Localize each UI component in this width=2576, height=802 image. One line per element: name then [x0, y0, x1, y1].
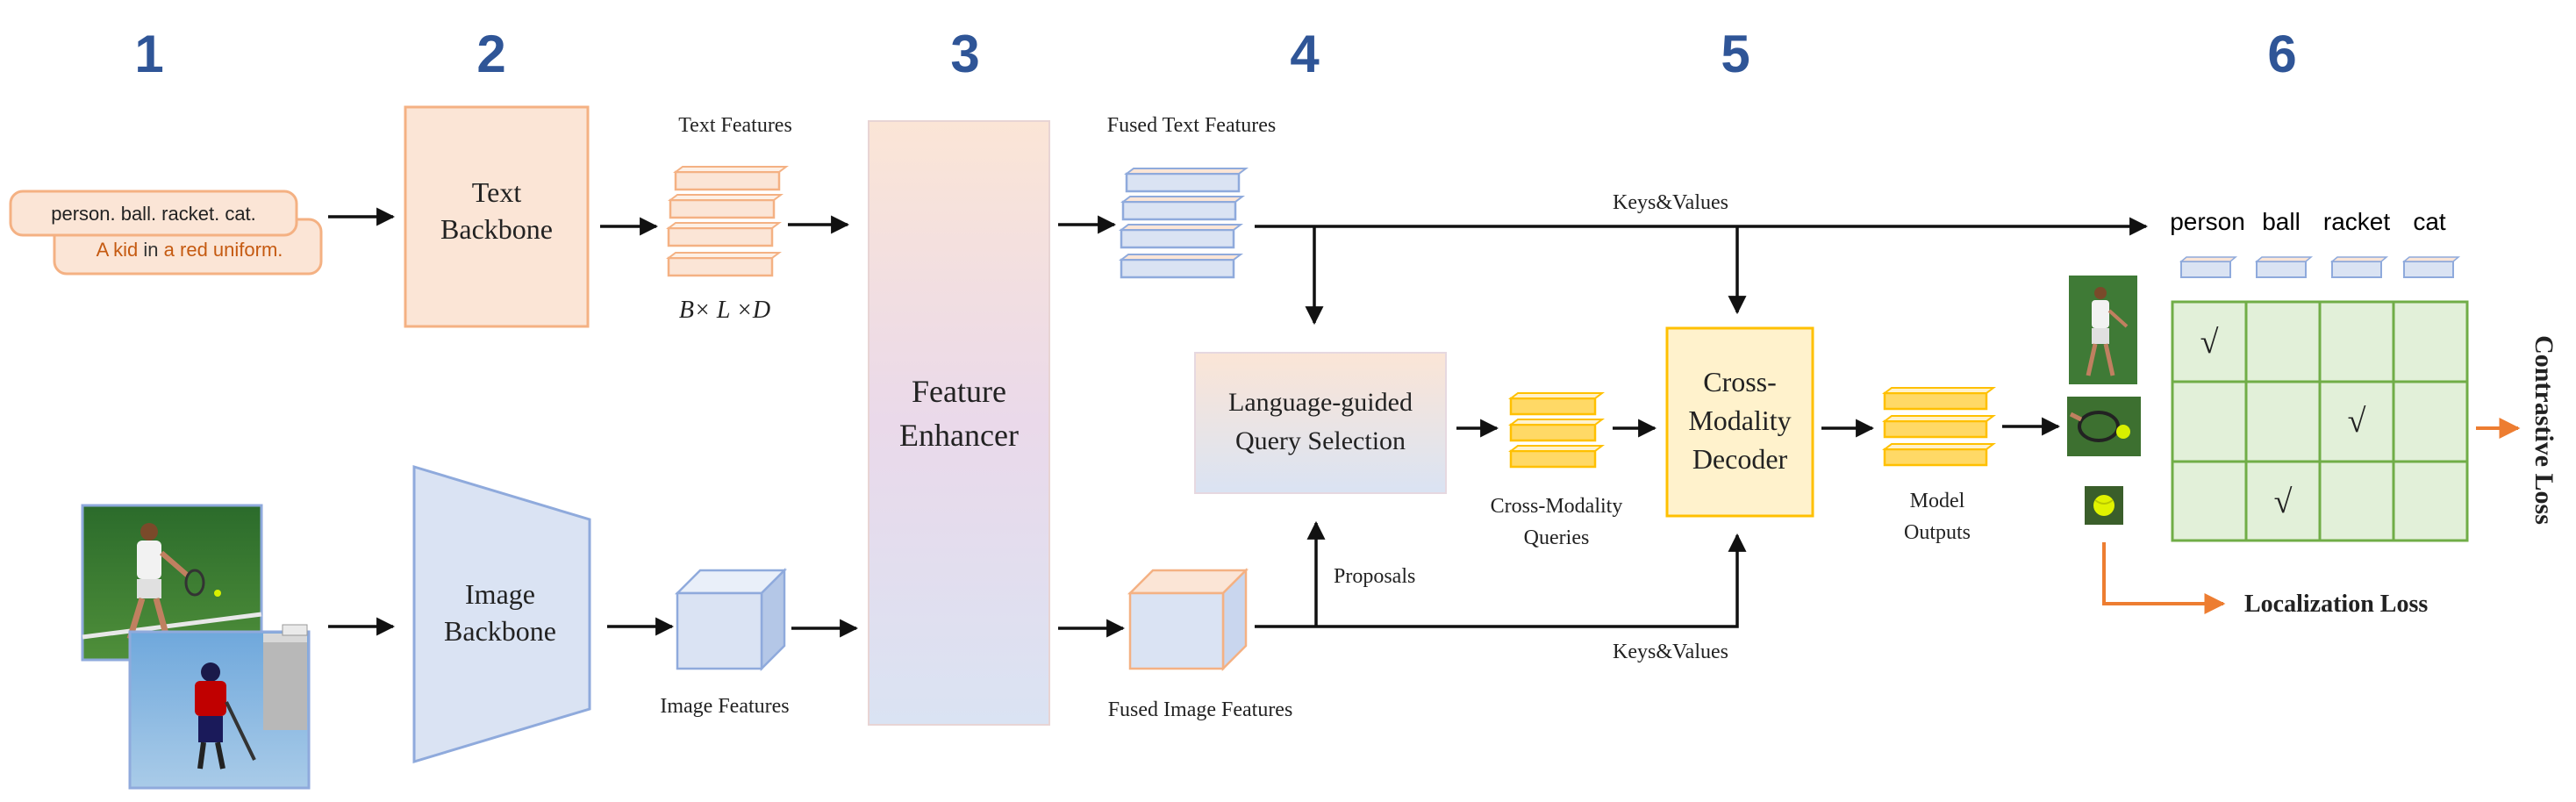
- category-cat: cat: [2413, 208, 2446, 235]
- queries-label-line1: Cross-Modality: [1491, 495, 1623, 518]
- decoder-label-line3: Decoder: [1692, 443, 1788, 475]
- text-features-dimensions: B× L ×D: [679, 297, 770, 324]
- model-outputs-label-line2: Outputs: [1904, 521, 1971, 544]
- hockey-input-image: [128, 624, 311, 790]
- grid-check-mark: √: [2274, 483, 2293, 520]
- query-selection-label-line1: Language-guided: [1228, 388, 1413, 417]
- query-selection-block: Language-guided Query Selection: [1194, 352, 1447, 494]
- stage-number-1: 1: [134, 25, 163, 83]
- stage-number-2: 2: [476, 25, 505, 83]
- text-backbone-label-line1: Text: [472, 176, 522, 208]
- image-backbone-label-line1: Image: [465, 578, 535, 610]
- feature-enhancer-block: Feature Enhancer: [868, 120, 1050, 726]
- keys-values-bottom-label: Keys&Values: [1613, 641, 1728, 663]
- prompt-box-categories: [9, 190, 298, 237]
- keys-values-top-label: Keys&Values: [1613, 191, 1728, 214]
- crop-ball: [2085, 486, 2123, 525]
- crop-racket: [2067, 397, 2141, 456]
- detected-region-crops: [2067, 276, 2141, 525]
- fused-text-features-label: Fused Text Features: [1107, 114, 1277, 137]
- fused-text-features: Fused Text Features: [1107, 114, 1277, 279]
- grid-check-mark: √: [2200, 324, 2219, 361]
- stage-number-4: 4: [1290, 25, 1320, 83]
- localization-loss-arrow: [2102, 542, 2226, 614]
- image-backbone-label-line2: Backbone: [444, 615, 556, 647]
- prompt-caption-text: A kid in a red uniform.: [97, 239, 283, 261]
- stage-number-3: 3: [950, 25, 979, 83]
- contrastive-loss-label: Contrastive Loss: [2529, 335, 2558, 525]
- prompt-categories-text: person. ball. racket. cat.: [51, 203, 256, 225]
- fused-image-features: Fused Image Features: [1108, 567, 1293, 721]
- fused-image-features-label: Fused Image Features: [1108, 698, 1293, 721]
- model-outputs: Model Outputs: [1882, 387, 1996, 544]
- feature-enhancer-label-line1: Feature: [912, 374, 1006, 409]
- category-person: person: [2170, 208, 2245, 235]
- queries-stack: [1508, 392, 1605, 469]
- cross-modality-queries: Cross-Modality Queries: [1491, 392, 1623, 549]
- decoder-label-line1: Cross-: [1703, 366, 1777, 397]
- text-backbone-label-line2: Backbone: [440, 213, 553, 245]
- input-text-prompt: A kid in a red uniform. person. ball. ra…: [9, 190, 323, 276]
- category-token-bars: [2179, 256, 2461, 278]
- feature-enhancer-label-line2: Enhancer: [899, 418, 1019, 453]
- contrastive-matching-grid: √ √ √: [2171, 300, 2469, 542]
- fused-text-feature-stack: [1119, 168, 1249, 279]
- image-features: Image Features: [660, 567, 790, 718]
- stage-number-6: 6: [2267, 25, 2296, 83]
- image-feature-cube: [674, 567, 788, 672]
- query-selection-label-line2: Query Selection: [1235, 426, 1406, 455]
- fused-image-feature-cube: [1127, 567, 1249, 672]
- category-racket: racket: [2323, 208, 2390, 235]
- cross-modality-decoder-block: Cross- Modality Decoder: [1665, 326, 1814, 518]
- outputs-stack: [1882, 387, 1996, 467]
- text-features-label: Text Features: [678, 114, 792, 137]
- category-headers: person ball racket cat: [2170, 208, 2461, 278]
- stage-numbers: 1 2 3 4 5 6: [134, 25, 2296, 83]
- arrow-fused-image-to-decoder: [1255, 533, 1747, 628]
- grid-check-mark: √: [2348, 403, 2366, 440]
- decoder-label-line2: Modality: [1688, 405, 1791, 436]
- text-features: Text Features B× L ×D: [666, 114, 792, 324]
- stage-number-5: 5: [1721, 25, 1750, 83]
- image-backbone-block: Image Backbone: [412, 464, 591, 764]
- top-keys-values-path: Keys&Values: [1255, 191, 2149, 326]
- queries-label-line2: Queries: [1524, 526, 1590, 549]
- crop-person: [2069, 276, 2137, 384]
- bottom-keys-values-path: Keys&Values Proposals: [1255, 520, 1747, 663]
- input-images: [81, 504, 311, 790]
- localization-loss-label: Localization Loss: [2244, 591, 2428, 618]
- image-features-label: Image Features: [660, 695, 789, 718]
- proposals-label: Proposals: [1334, 565, 1415, 588]
- category-ball: ball: [2262, 208, 2301, 235]
- model-outputs-label-line1: Model: [1910, 490, 1965, 512]
- text-feature-stack: [666, 166, 789, 277]
- text-backbone-block: Text Backbone: [404, 105, 590, 328]
